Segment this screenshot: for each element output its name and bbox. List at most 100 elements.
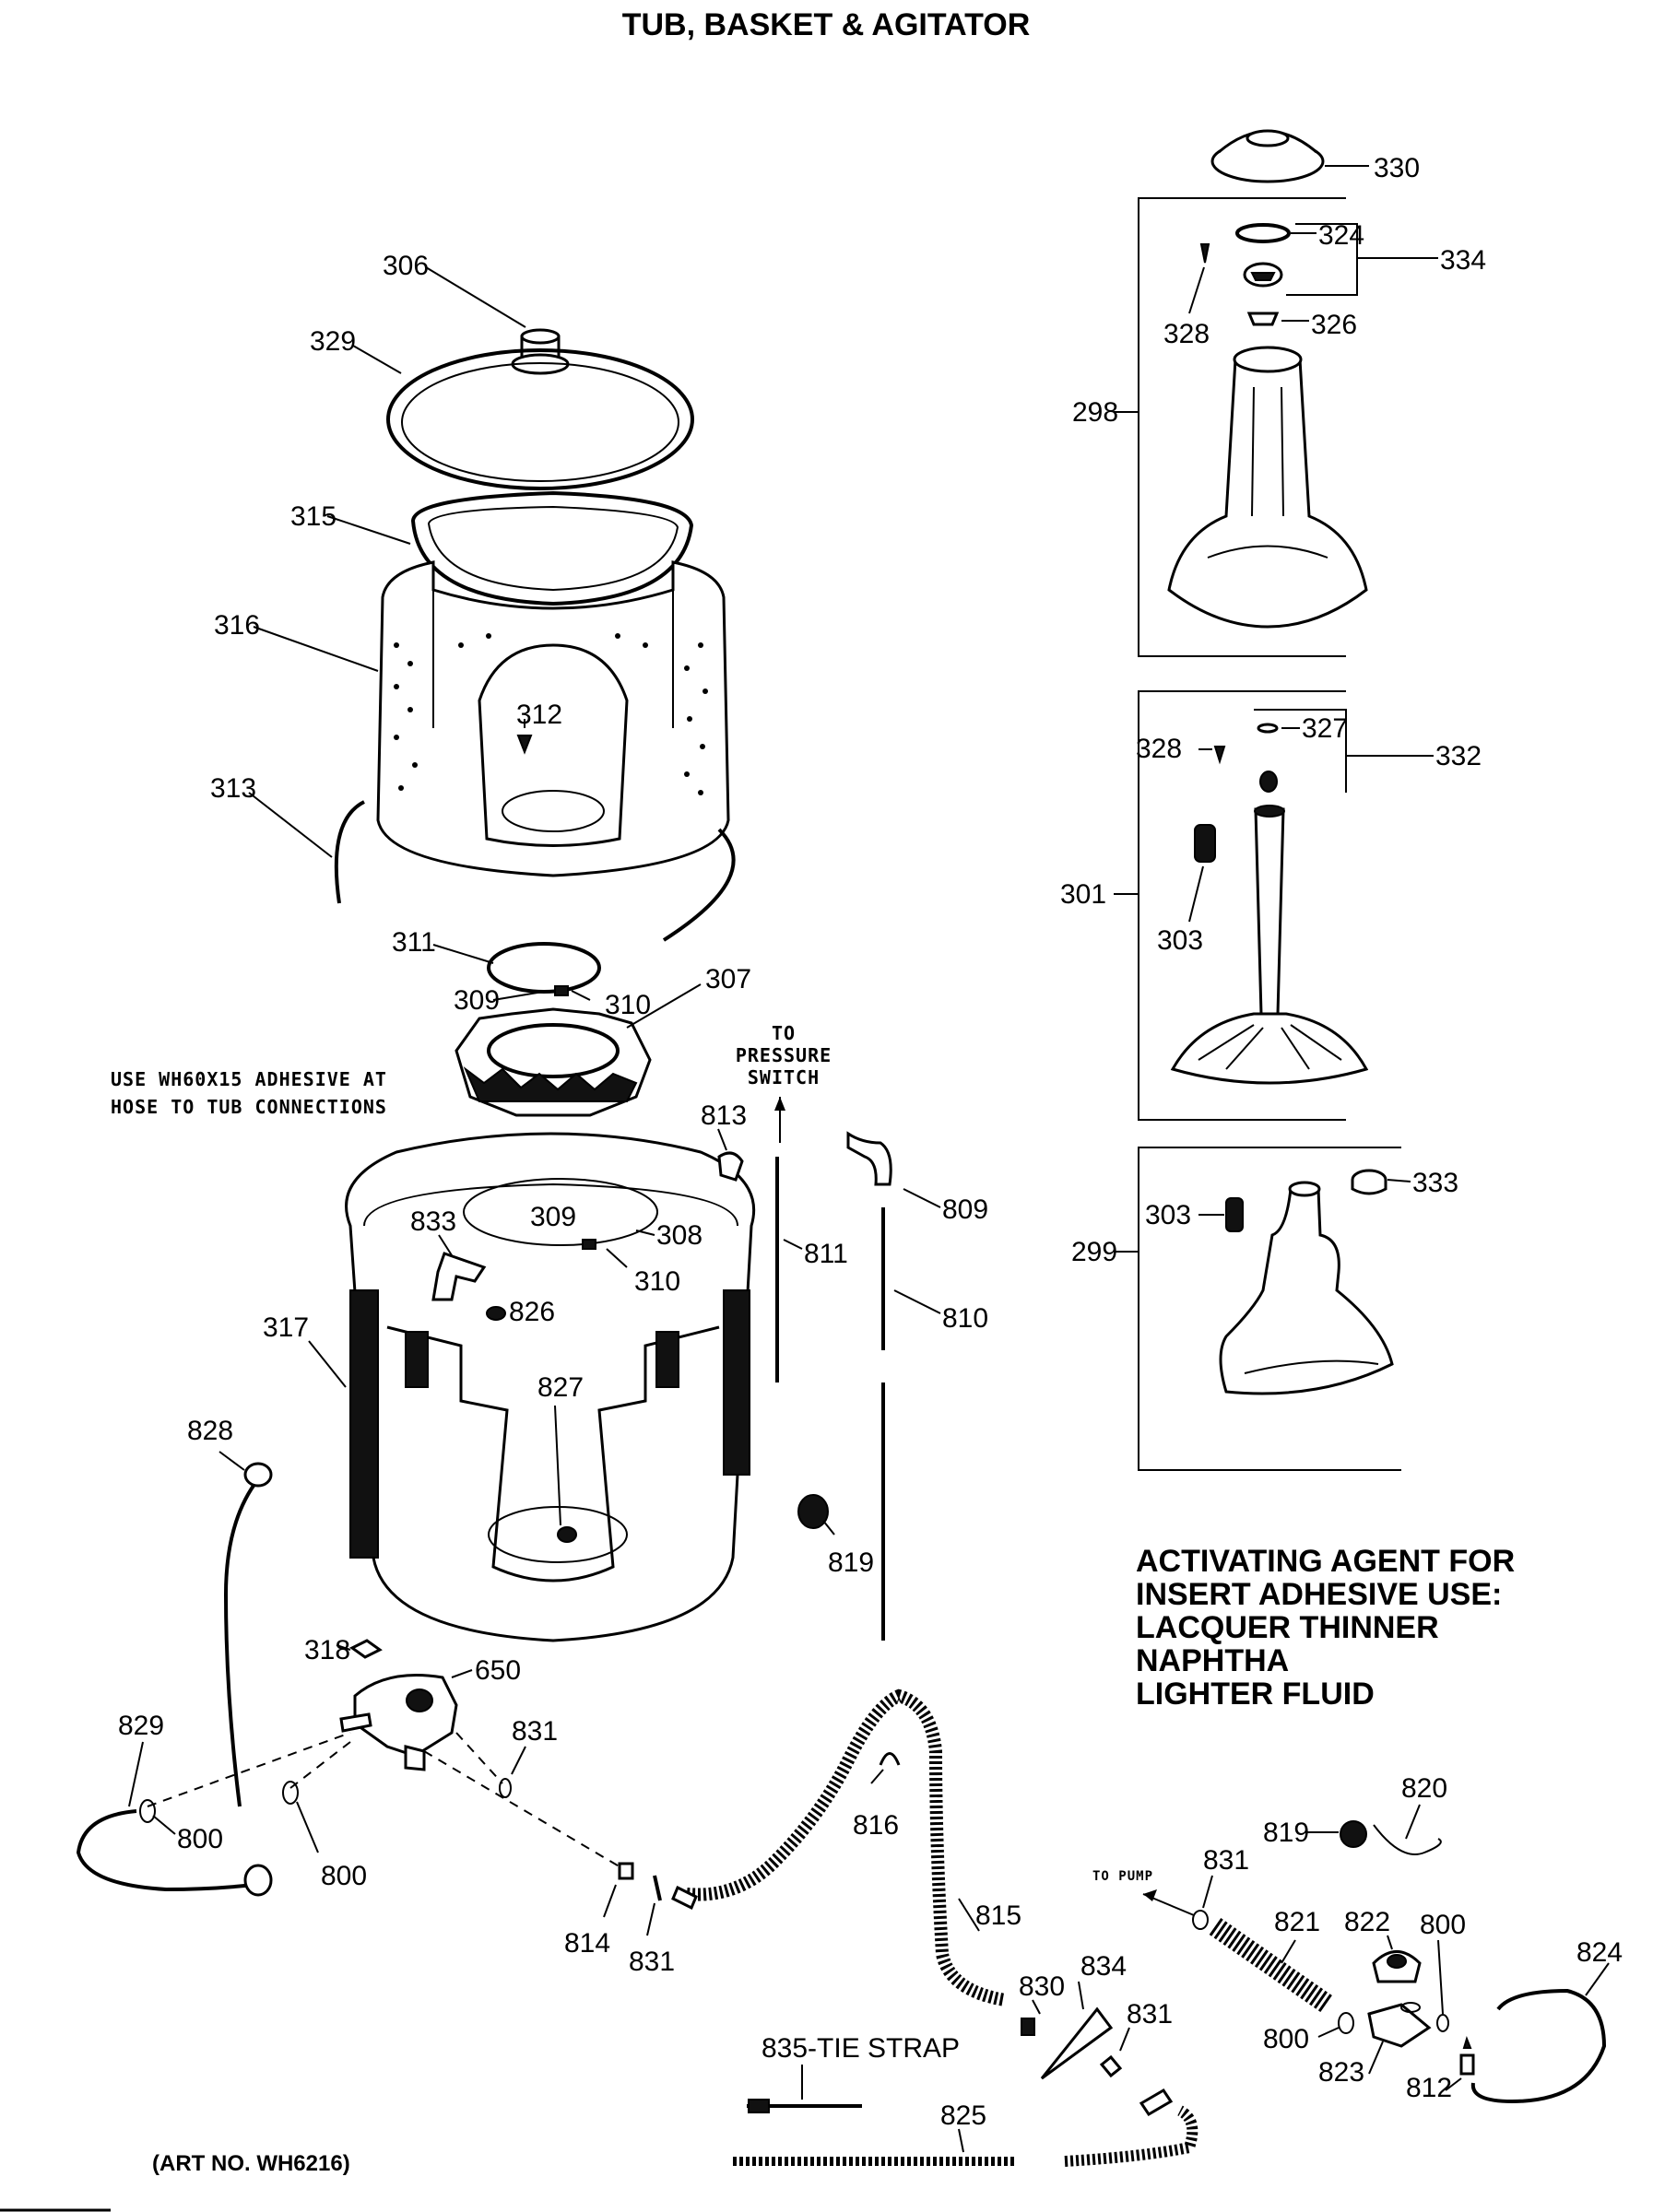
plug-819-a xyxy=(797,1494,829,1529)
callout-819-a: 819 xyxy=(828,1547,874,1578)
callout-313: 313 xyxy=(210,773,256,804)
callout-312: 312 xyxy=(516,700,562,730)
callout-814: 814 xyxy=(564,1928,610,1959)
callout-303-b: 303 xyxy=(1145,1200,1191,1230)
pump-outlet-parts: TO PUMP xyxy=(1092,1804,1610,2104)
clamp-311 xyxy=(487,942,601,994)
callout-828: 828 xyxy=(187,1416,233,1446)
o-ring-324 xyxy=(1235,223,1291,243)
dog-303-a xyxy=(1194,824,1216,863)
clamp-boot xyxy=(432,942,702,1117)
callout-309-a: 309 xyxy=(454,985,500,1016)
callout-317: 317 xyxy=(263,1312,309,1343)
callout-298: 298 xyxy=(1072,397,1118,428)
tub-assembly xyxy=(218,1132,756,1807)
activating-note-line-5: LIGHTER FLUID xyxy=(1136,1677,1375,1712)
callout-800-c: 800 xyxy=(1420,1910,1466,1940)
callout-827: 827 xyxy=(537,1372,584,1403)
callout-650: 650 xyxy=(475,1655,521,1686)
hose-828 xyxy=(223,1477,260,1807)
callout-824: 824 xyxy=(1576,1937,1623,1968)
callout-328-b: 328 xyxy=(1136,734,1182,764)
callout-333: 333 xyxy=(1412,1168,1458,1198)
callout-310-b: 310 xyxy=(634,1266,680,1297)
callout-308: 308 xyxy=(656,1220,703,1251)
callout-307: 307 xyxy=(705,964,751,994)
callout-328: 328 xyxy=(1163,319,1210,349)
activating-note-line-2: INSERT ADHESIVE USE: xyxy=(1136,1577,1502,1612)
callout-800-a: 800 xyxy=(177,1824,223,1854)
agitator-298-assembly xyxy=(1114,129,1438,657)
adhesive-note-line-1: USE WH60X15 ADHESIVE AT xyxy=(111,1068,387,1090)
callout-829: 829 xyxy=(118,1711,164,1741)
callout-830: 830 xyxy=(1019,1971,1065,2002)
callout-831-b: 831 xyxy=(629,1947,675,1977)
activating-note-line-3: LACQUER THINNER xyxy=(1136,1610,1439,1645)
callout-326: 326 xyxy=(1311,310,1357,340)
callout-815: 815 xyxy=(975,1900,1021,1931)
activating-note-line-4: NAPHTHA xyxy=(1136,1643,1289,1678)
callout-822: 822 xyxy=(1344,1907,1390,1937)
clamp-830 xyxy=(1021,2018,1035,2036)
callout-329: 329 xyxy=(310,326,356,357)
callout-821: 821 xyxy=(1274,1907,1320,1937)
callout-309-b: 309 xyxy=(530,1202,576,1232)
pressure-hoses xyxy=(717,1128,941,1641)
callout-800-b: 800 xyxy=(321,1861,367,1891)
callout-810: 810 xyxy=(942,1303,988,1334)
strip-313-right xyxy=(662,828,736,942)
callout-825: 825 xyxy=(940,2100,986,2131)
callout-831-d: 831 xyxy=(1203,1845,1249,1876)
callout-813: 813 xyxy=(701,1100,747,1131)
callout-301: 301 xyxy=(1060,879,1106,910)
pressure-note-line-2: PRESSURE xyxy=(736,1044,832,1066)
fitting-823 xyxy=(1367,2003,1432,2048)
callout-334: 334 xyxy=(1440,245,1486,276)
balance-ring-329 xyxy=(386,348,694,490)
clip-318 xyxy=(349,1639,383,1659)
callout-812: 812 xyxy=(1406,2073,1452,2103)
callout-324: 324 xyxy=(1318,220,1364,251)
clip-820 xyxy=(1373,1824,1442,1855)
basket-rim-315 xyxy=(410,490,694,606)
basket-assembly xyxy=(248,266,736,942)
drain-hose-815 xyxy=(671,1688,1198,2167)
hose-821 xyxy=(1209,1917,1334,2014)
pump-note: TO PUMP xyxy=(1092,1869,1153,1884)
callout-327: 327 xyxy=(1302,713,1348,744)
plug-812 xyxy=(1459,2053,1475,2076)
callout-311: 311 xyxy=(392,927,436,958)
adhesive-note-line-2: HOSE TO TUB CONNECTIONS xyxy=(111,1096,387,1118)
callout-316: 316 xyxy=(214,610,260,641)
agitator-299-assembly xyxy=(1114,1147,1411,1471)
callout-834: 834 xyxy=(1080,1951,1127,1982)
agitator-301-assembly xyxy=(1114,690,1434,1121)
callout-816: 816 xyxy=(853,1810,899,1841)
callout-303-a: 303 xyxy=(1157,925,1203,956)
callout-318: 318 xyxy=(304,1635,350,1665)
callout-315: 315 xyxy=(290,501,337,532)
hose-824 xyxy=(1470,1988,1607,2104)
diagram-title: TUB, BASKET & AGITATOR xyxy=(622,7,1031,42)
callout-310-a: 310 xyxy=(605,990,651,1020)
callout-831-c: 831 xyxy=(1127,1999,1173,2030)
callout-819-b: 819 xyxy=(1263,1818,1309,1848)
adhesive-note: USE WH60X15 ADHESIVE AT HOSE TO TUB CONN… xyxy=(111,1068,387,1118)
activating-agent-note: ACTIVATING AGENT FOR INSERT ADHESIVE USE… xyxy=(1136,1544,1515,1712)
callout-820: 820 xyxy=(1401,1773,1447,1804)
agitator-298 xyxy=(1167,358,1368,629)
callout-823: 823 xyxy=(1318,2057,1364,2088)
dog-326 xyxy=(1246,312,1280,326)
callout-809: 809 xyxy=(942,1194,988,1225)
agitator-299 xyxy=(1219,1187,1394,1395)
callout-299: 299 xyxy=(1071,1237,1117,1267)
hose-829 xyxy=(76,1809,254,1892)
activating-note-line-1: ACTIVATING AGENT FOR xyxy=(1136,1544,1515,1579)
callout-numbers: 330 324 334 328 326 298 328 327 332 301 … xyxy=(118,153,1623,2131)
pressure-note-line-3: SWITCH xyxy=(748,1066,820,1088)
funnel-834 xyxy=(1040,2006,1114,2080)
pressure-switch-note: TO PRESSURE SWITCH xyxy=(736,1022,832,1143)
callout-833: 833 xyxy=(410,1206,456,1237)
grommet-813 xyxy=(717,1151,744,1182)
